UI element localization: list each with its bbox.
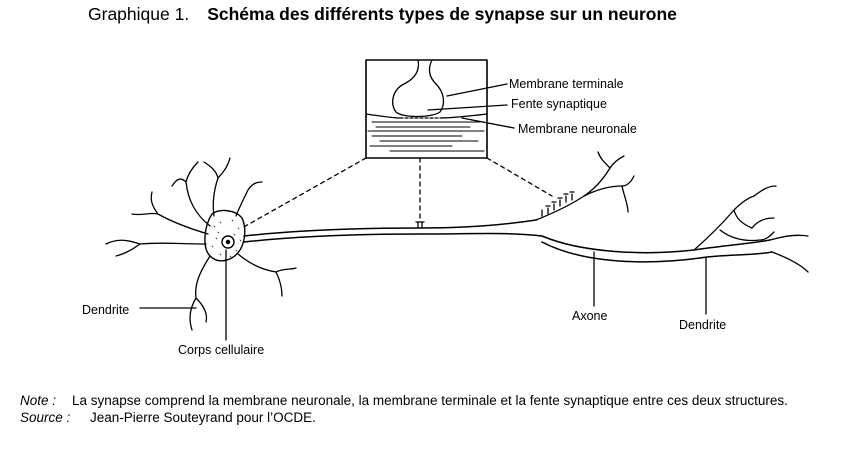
leader-membrane-terminale: [446, 83, 508, 97]
figure-number: Graphique 1.: [88, 4, 190, 24]
neuronal-membrane-line: [365, 113, 488, 119]
label-dendrite-left: Dendrite: [82, 303, 129, 317]
label-membrane-neuronale: Membrane neuronale: [518, 122, 637, 136]
note-label: Note :: [20, 393, 57, 408]
upper-right-dendrite: [535, 151, 635, 221]
figure-title: Graphique 1. Schéma des différents types …: [88, 4, 677, 25]
label-axone: Axone: [572, 309, 607, 323]
note-row: Note : La synapse comprend la membrane n…: [20, 393, 848, 410]
left-dendrites: [105, 157, 297, 331]
right-dendrites: [693, 185, 809, 273]
source-row: Source : Jean-Pierre Souteyrand pour l’O…: [20, 410, 848, 427]
axon-lower: [243, 232, 543, 243]
figure-title-text: Schéma des différents types de synapse s…: [207, 4, 677, 24]
axon-right-lower: [541, 241, 773, 263]
label-fente-synaptique: Fente synaptique: [511, 97, 607, 111]
axo-axonic-synapse: [415, 221, 425, 229]
note-text: La synapse comprend la membrane neuronal…: [72, 393, 788, 408]
inset-frame: [365, 59, 488, 159]
axon-right-upper: [541, 235, 771, 254]
label-corps-cellulaire: Corps cellulaire: [178, 343, 264, 357]
leader-fente-synaptique: [427, 104, 508, 111]
label-dendrite-right: Dendrite: [679, 318, 726, 332]
neuron-diagram: Membrane terminale Fente synaptique Memb…: [82, 59, 809, 357]
membrane-texture: [367, 121, 485, 152]
source-text: Jean-Pierre Souteyrand pour l’OCDE.: [90, 409, 316, 425]
axon-upper: [243, 219, 537, 237]
figure-notes: Note : La synapse comprend la membrane n…: [20, 393, 848, 426]
source-label: Source :: [20, 409, 71, 425]
projection-lines: [241, 157, 553, 229]
nucleolus: [225, 239, 231, 245]
cell-stipple: [211, 219, 242, 258]
label-membrane-terminale: Membrane terminale: [509, 77, 624, 91]
leader-membrane-neuronale: [461, 117, 515, 129]
terminal-bouton: [392, 59, 445, 118]
synapse-inset: [365, 59, 488, 159]
nucleus: [221, 235, 235, 249]
cell-body: [204, 209, 246, 262]
